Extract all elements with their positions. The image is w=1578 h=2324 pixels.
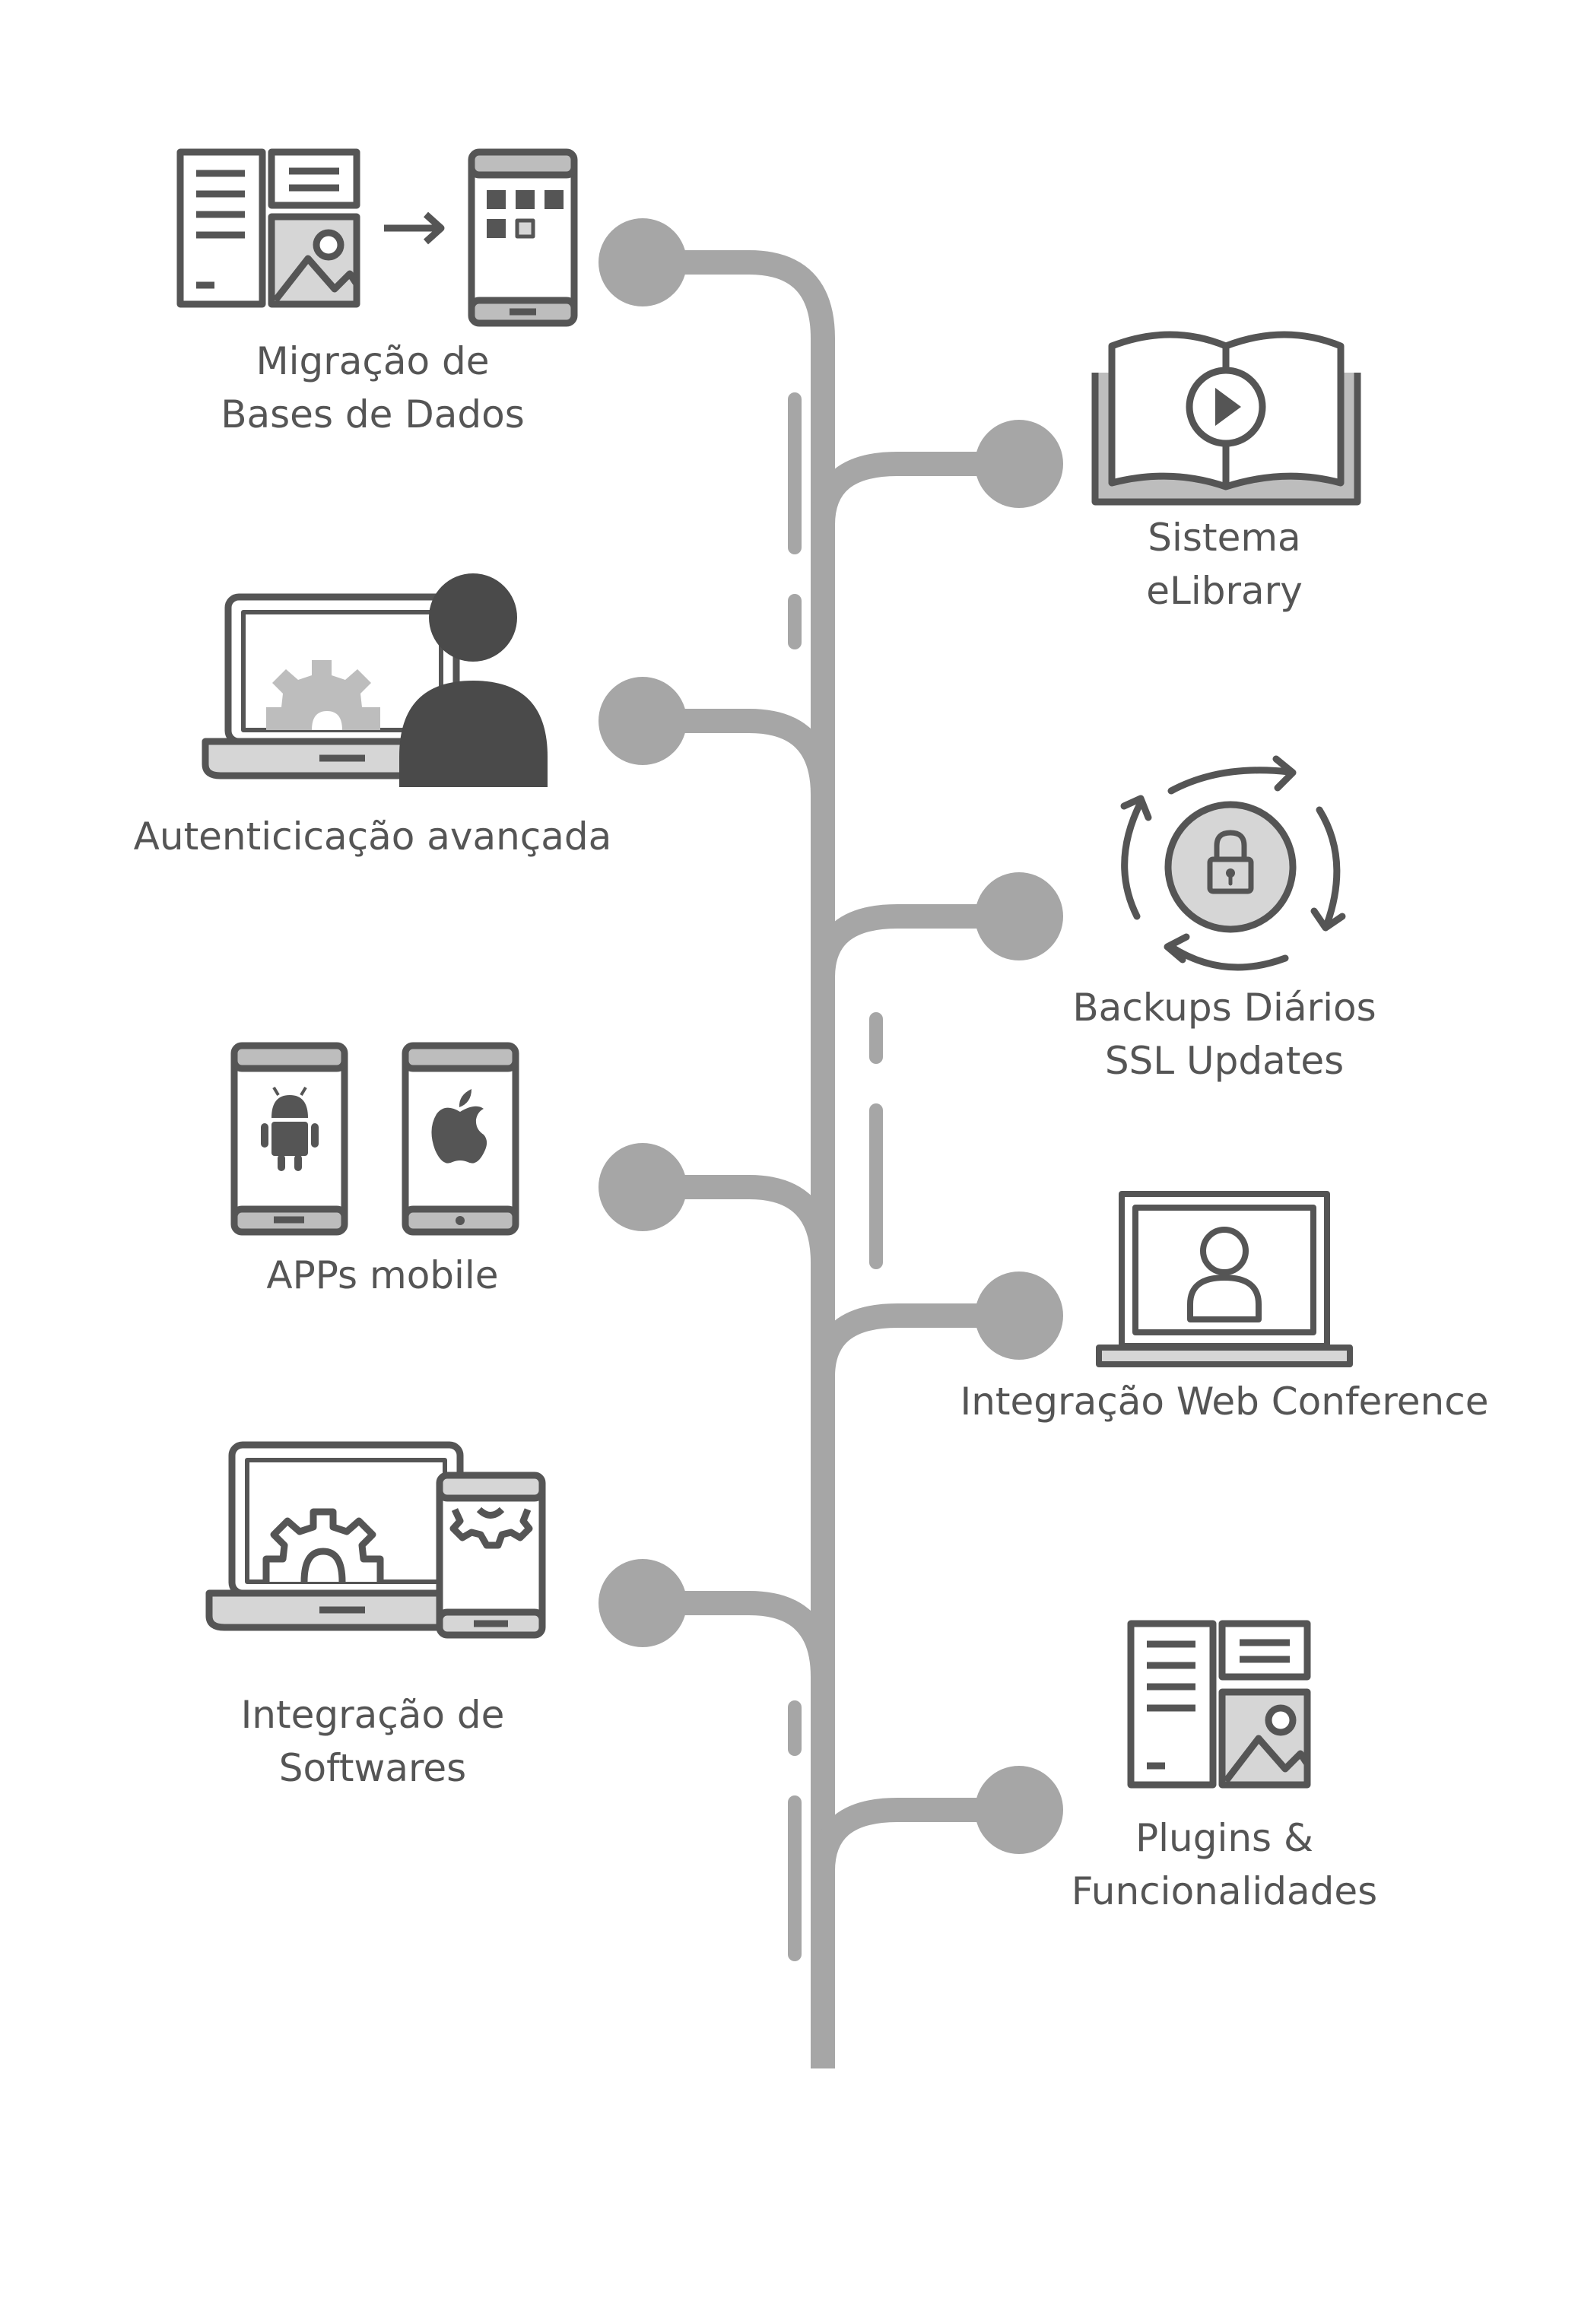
label-softwares: Integração de Softwares — [84, 1688, 662, 1795]
label-plugins: Plugins & Funcionalidades — [935, 1811, 1513, 1918]
laptop-user-gear-icon — [202, 573, 548, 787]
database-to-mobile-icon — [176, 148, 578, 327]
label-elibrary-line1: Sistema — [1148, 516, 1301, 560]
monitor-user-icon — [1096, 1191, 1353, 1367]
label-softwares-line2: Softwares — [278, 1746, 467, 1790]
label-autenticacao-line1: Autenticicação avançada — [133, 814, 612, 859]
branch-apps — [643, 1175, 835, 1263]
node-webconf — [975, 1272, 1063, 1360]
label-backups-line2: SSL Updates — [1104, 1039, 1345, 1083]
label-softwares-line1: Integração de — [240, 1693, 505, 1737]
branch-plugins — [811, 1798, 1019, 1872]
label-apps: APPs mobile — [94, 1249, 672, 1302]
video-book-icon — [1091, 331, 1361, 506]
node-autenticacao — [598, 677, 687, 765]
branch-backups — [811, 904, 1019, 978]
label-apps-line1: APPs mobile — [266, 1253, 499, 1297]
timeline-trunk — [643, 250, 1019, 2068]
node-plugins — [975, 1766, 1063, 1854]
label-backups: Backups Diários SSL Updates — [935, 981, 1513, 1087]
trunk-top-curve — [643, 250, 835, 730]
timeline-nodes — [598, 218, 1063, 1854]
label-migracao-line1: Migração de — [256, 339, 490, 383]
label-webconf-line1: Integração Web Conference — [960, 1379, 1489, 1424]
label-elibrary: Sistema eLibrary — [935, 511, 1513, 618]
label-backups-line1: Backups Diários — [1072, 986, 1376, 1030]
label-elibrary-line2: eLibrary — [1146, 569, 1303, 613]
apple-icon — [431, 1089, 487, 1164]
lock-cycle-icon — [1120, 755, 1346, 971]
branch-autenticacao — [643, 709, 835, 795]
node-softwares — [598, 1559, 687, 1647]
label-autenticacao: Autenticicação avançada — [84, 810, 662, 863]
timeline-dashes — [788, 392, 883, 1961]
label-plugins-line1: Plugins & — [1135, 1816, 1313, 1860]
layout-blocks-icon — [1127, 1620, 1311, 1789]
android-ios-phones-icon — [230, 1042, 519, 1236]
label-webconf: Integração Web Conference — [935, 1375, 1513, 1428]
node-elibrary — [975, 420, 1063, 508]
branch-webconf — [811, 1303, 1019, 1377]
branch-elibrary — [811, 452, 1019, 525]
label-migracao: Migração de Bases de Dados — [84, 335, 662, 441]
node-apps — [598, 1143, 687, 1231]
node-migracao — [598, 218, 687, 306]
label-plugins-line2: Funcionalidades — [1071, 1869, 1378, 1913]
android-icon — [261, 1086, 319, 1171]
laptop-phone-gear-icon — [205, 1441, 546, 1639]
node-backups — [975, 872, 1063, 960]
branch-softwares — [643, 1591, 835, 1678]
label-migracao-line2: Bases de Dados — [221, 392, 525, 437]
